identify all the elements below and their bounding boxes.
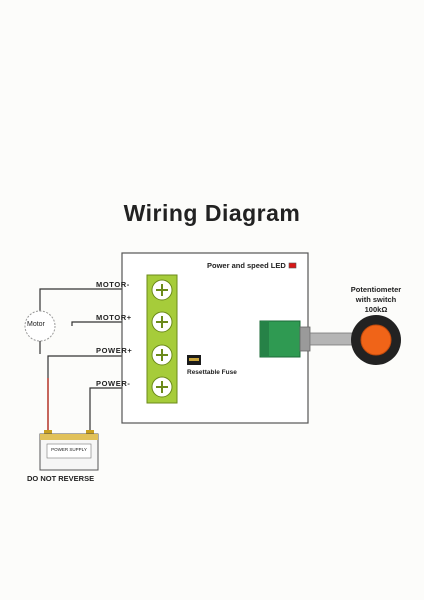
led-label: Power and speed LED: [207, 261, 286, 270]
terminal-screw-motor-minus: [151, 279, 173, 301]
pot-shaft: [309, 332, 353, 346]
battery-top-band: [40, 434, 98, 440]
battery: [39, 430, 99, 471]
potentiometer: [259, 320, 353, 358]
motor-symbol: [24, 310, 56, 342]
battery-label-box: [46, 443, 92, 459]
knob: [351, 315, 401, 365]
fuse-marking: [189, 358, 199, 361]
label-motor-plus: MOTOR+: [96, 313, 132, 322]
battery-terminal-negative: [86, 430, 94, 435]
page-title: Wiring Diagram: [123, 200, 301, 226]
battery-label: POWER SUPPLY: [51, 447, 87, 452]
label-power-plus: POWER+: [96, 346, 133, 355]
terminal-screw-power-minus: [151, 376, 173, 398]
battery-terminal-positive: [44, 430, 52, 435]
label-power-minus: POWER-: [96, 379, 131, 388]
pot-label-line3: 100kΩ: [364, 305, 388, 314]
knob-cap: [360, 324, 392, 356]
pot-label-line1: Potentiometer: [350, 285, 402, 294]
pot-body-side: [261, 321, 269, 357]
label-motor-minus: MOTOR-: [96, 280, 130, 289]
wire-motor-minus: [39, 288, 147, 318]
terminal-screw-power-plus: [151, 344, 173, 366]
pot-label-line2: with switch: [355, 295, 397, 304]
pot-bushing: [299, 326, 311, 352]
warning-label: DO NOT REVERSE: [27, 474, 95, 483]
led-indicator: [288, 262, 297, 269]
motor-label: Motor: [27, 321, 45, 328]
terminal-screw-motor-plus: [151, 311, 173, 333]
fuse-label: Resettable Fuse: [187, 369, 237, 376]
terminal-screws: [151, 279, 173, 398]
